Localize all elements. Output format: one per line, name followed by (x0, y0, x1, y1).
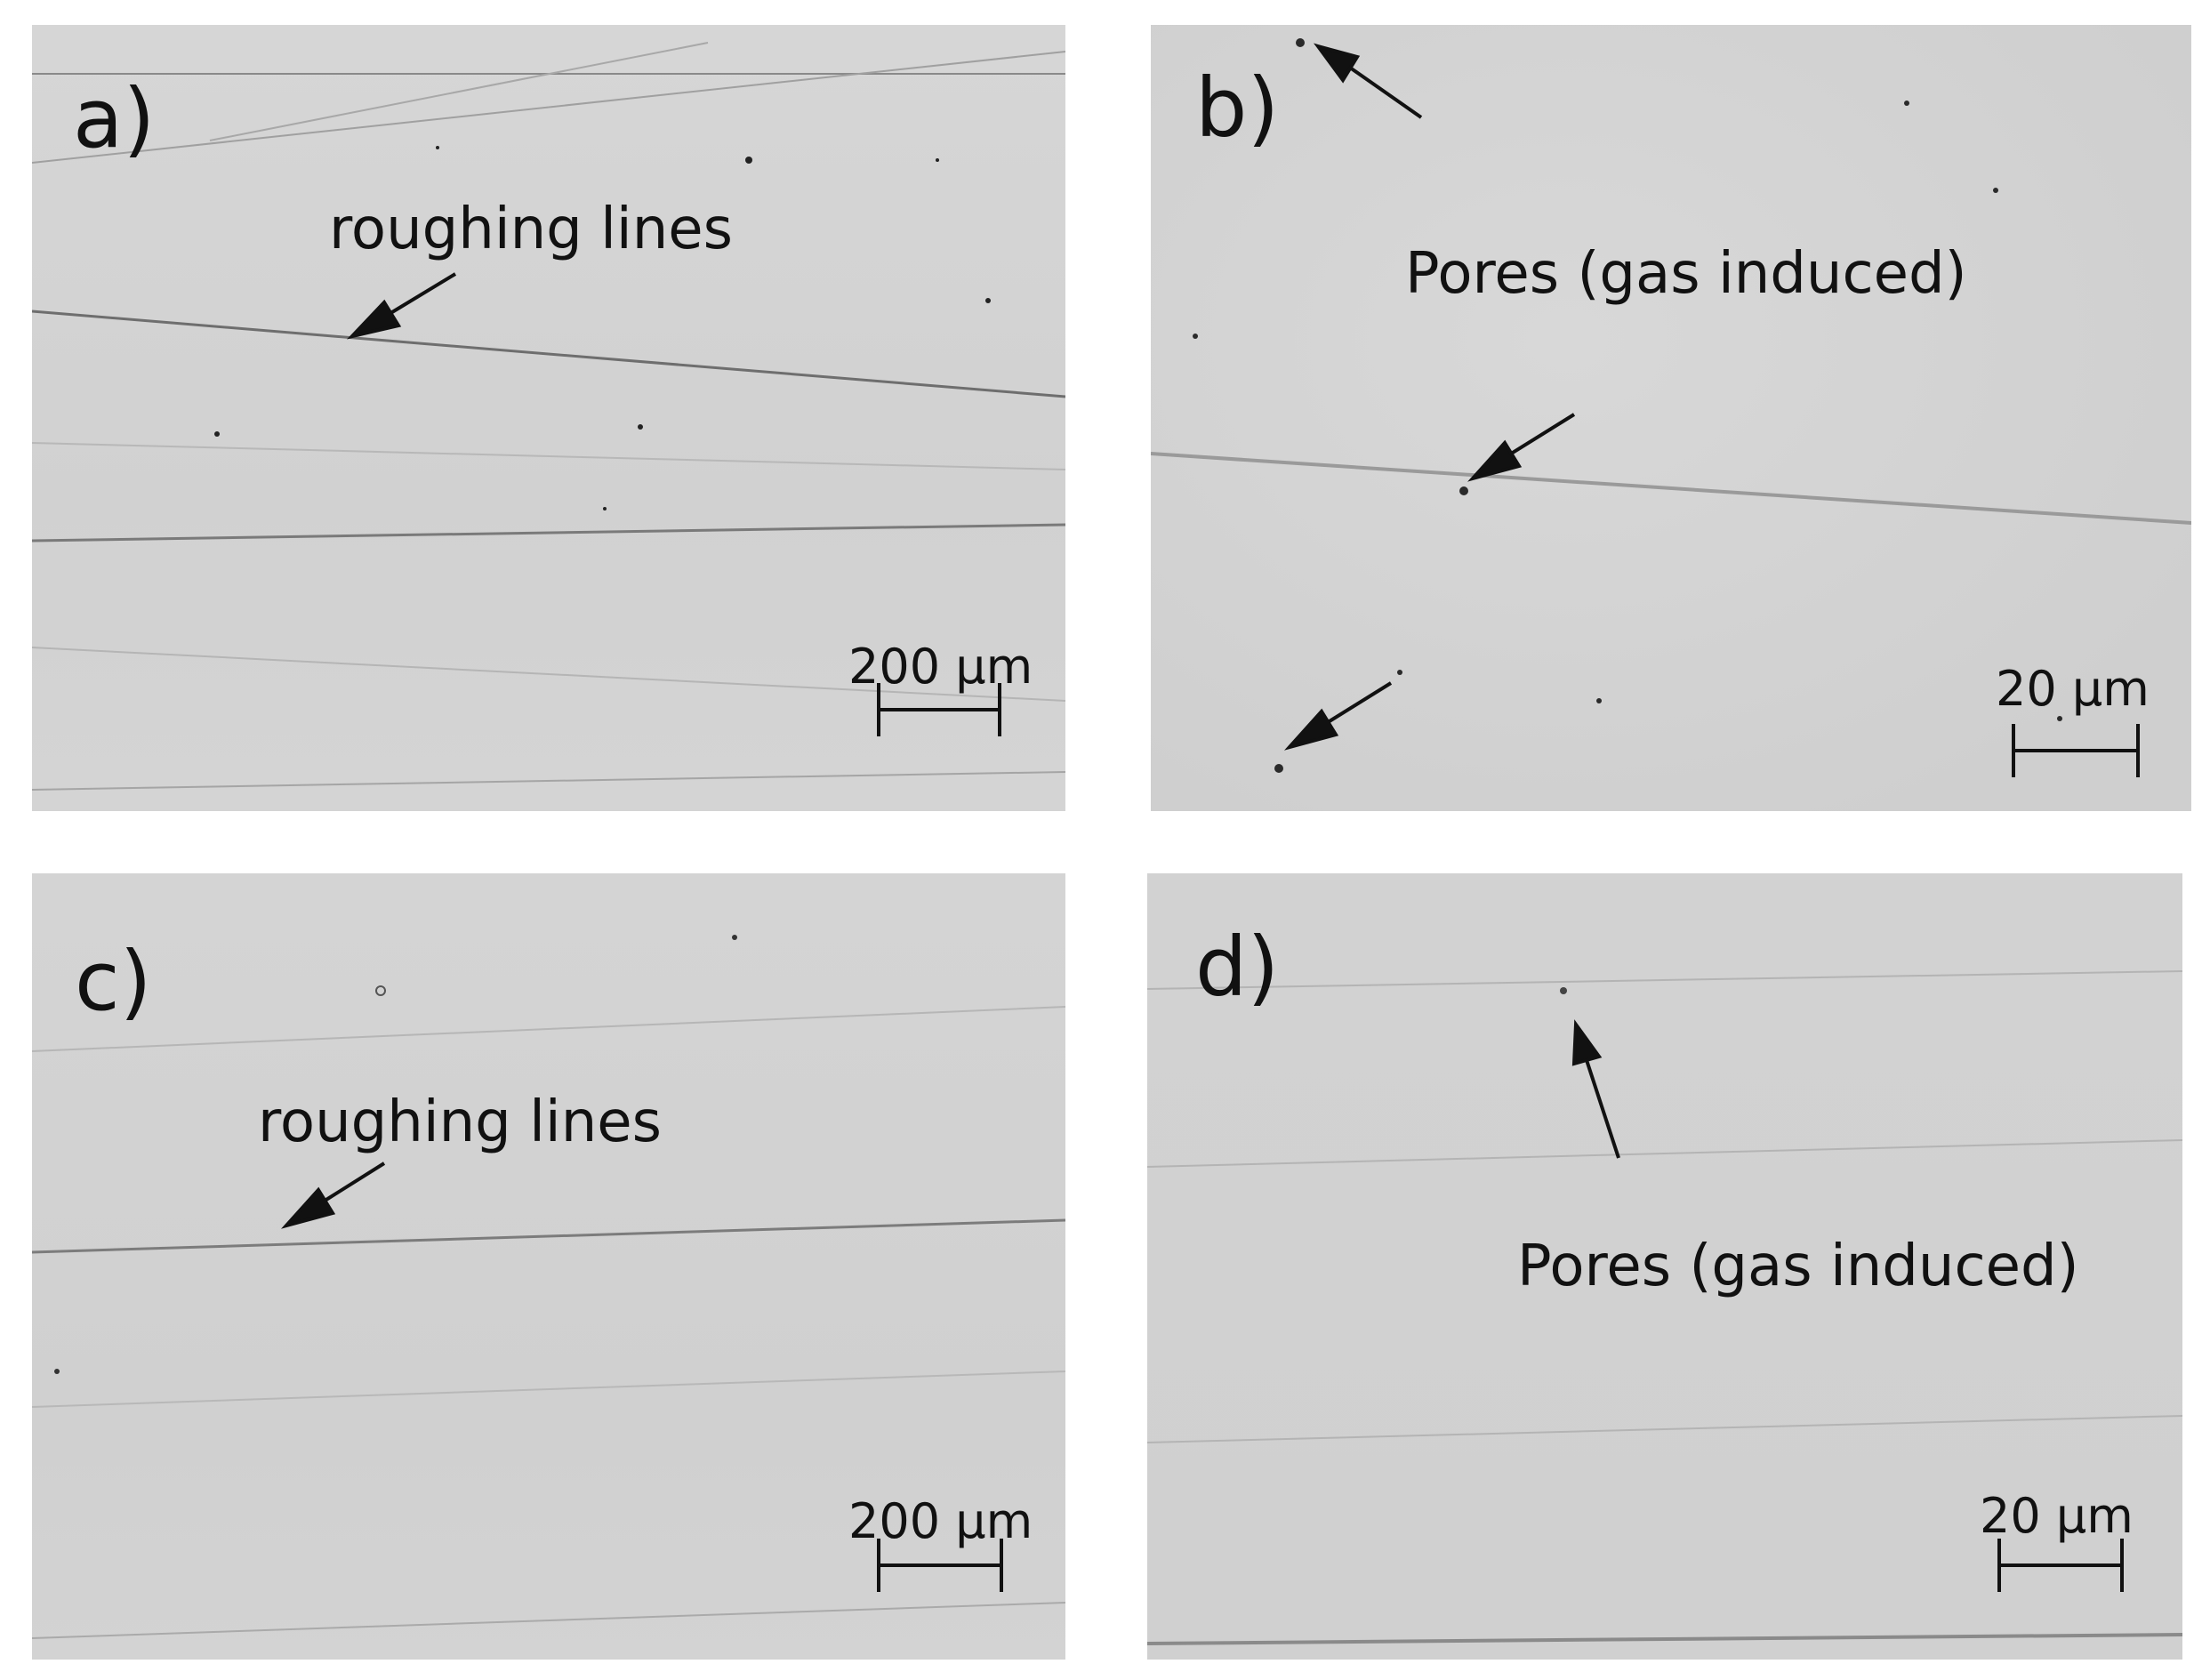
pore-arrow-top (1313, 43, 1423, 119)
panel-label-b: b) (1195, 60, 1280, 156)
scratch-line (1147, 1139, 2182, 1168)
panel-b-texture (1151, 38, 2191, 777)
panel-label-c: c) (75, 934, 152, 1029)
pore-dot (54, 1369, 60, 1374)
pore-dot (1459, 486, 1468, 495)
panel-a-texture (32, 42, 1065, 791)
scale-bar-label: 20 µm (1980, 1488, 2134, 1544)
pore-dot (985, 298, 991, 303)
panel-label-d: d) (1195, 920, 1280, 1015)
roughing-line (32, 523, 1065, 543)
pore-dot (745, 157, 752, 164)
scratch-line (1147, 1415, 2182, 1443)
scratch-line (32, 442, 1065, 470)
pore-dot (214, 431, 220, 437)
micrograph-panel-c: c) roughing lines 200 µm (32, 873, 1065, 1660)
scratch-line (32, 647, 1065, 702)
scratch-line (32, 51, 1065, 164)
scratch-line (32, 1006, 1065, 1052)
micrograph-panel-a: a) roughing lines 200 µm (32, 25, 1065, 811)
scale-bar-c (877, 1539, 1003, 1592)
scale-bar-b (2012, 724, 2140, 777)
roughing-arrow (280, 1162, 386, 1229)
pore-arrow-middle (1467, 413, 1576, 482)
scale-bar-a (877, 683, 1001, 736)
scratch-line (32, 1371, 1065, 1408)
pore-dot (1560, 987, 1567, 994)
scratch-line (1147, 970, 2182, 990)
scratch-line (209, 42, 709, 141)
roughing-arrow (346, 272, 457, 340)
annotation-roughing-lines: roughing lines (258, 1089, 662, 1155)
pore-dot (638, 424, 643, 430)
scale-bar-d (1997, 1539, 2124, 1592)
pore-dot (1193, 334, 1198, 339)
pore-dot (1904, 100, 1909, 106)
pore-dot (2057, 716, 2062, 721)
pore-dot (1296, 38, 1305, 47)
roughing-line (32, 1218, 1065, 1254)
pore-arrow-bottom (1283, 681, 1393, 751)
scale-bar-label: 20 µm (1996, 661, 2150, 717)
pore-dot (436, 146, 439, 149)
panel-c-texture (32, 935, 1065, 1639)
pore-dot (1596, 698, 1602, 703)
scratch-line (32, 771, 1065, 791)
pore-dot (732, 935, 737, 940)
panel-d-texture (1147, 970, 2182, 1645)
roughing-line (1147, 1633, 2182, 1645)
pore-arrow (1571, 1019, 1620, 1159)
pore-dot (1274, 764, 1283, 773)
pore-dot (1993, 188, 1998, 193)
pore-ring (375, 985, 386, 996)
micrograph-panel-b: b) Pores (gas induced) 20 µm (1151, 25, 2191, 811)
scale-bar-label: 200 µm (848, 639, 1033, 695)
roughing-line (32, 309, 1065, 398)
roughing-line (1151, 452, 2191, 525)
scale-bar-label: 200 µm (848, 1493, 1033, 1549)
annotation-pores: Pores (gas induced) (1405, 241, 1967, 307)
scratch-line (32, 1602, 1065, 1639)
pore-dot (936, 158, 939, 162)
annotation-roughing-lines: roughing lines (329, 197, 733, 262)
annotation-pores: Pores (gas induced) (1517, 1234, 2079, 1299)
pore-dot (1397, 670, 1402, 675)
pore-dot (603, 507, 607, 510)
micrograph-panel-d: d) Pores (gas induced) 20 µm (1147, 873, 2182, 1660)
panel-label-a: a) (73, 71, 156, 166)
